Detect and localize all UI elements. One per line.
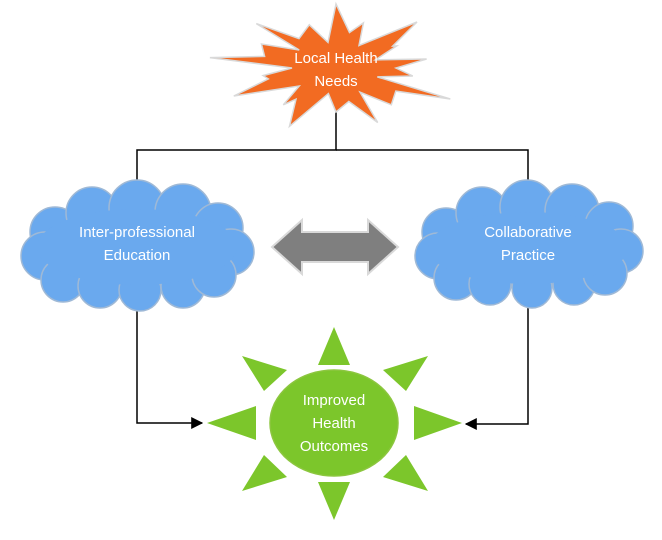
node-label-line: Local Health: [294, 50, 378, 67]
connector-cp-to-outcomes: [464, 300, 529, 430]
sun-ray-bottom: [318, 482, 350, 520]
sun-ray-bottom-right: [383, 455, 428, 491]
connector-needs-to-cp: [336, 149, 534, 199]
node-label-line: Inter-professional: [79, 224, 195, 241]
sun-ray-right: [414, 406, 462, 440]
starburst-shape: [209, 1, 451, 129]
sun-core-shape: [269, 369, 399, 477]
sun-ray-top-left: [242, 356, 287, 391]
node-label-line: Practice: [500, 247, 556, 264]
sun-ray-top-right: [383, 356, 428, 391]
node-label-line: Education: [103, 247, 171, 264]
sun-ray-top: [318, 327, 350, 365]
node-label-line: Health: [312, 414, 356, 432]
node-label-line: Outcomes: [299, 437, 369, 455]
node-improved-health-outcomes: Improved Health Outcomes: [274, 385, 394, 461]
sun-rays: [207, 327, 462, 520]
sun-ray-bottom-left: [242, 455, 287, 491]
node-label-line: Needs: [314, 73, 358, 90]
node-label-line: Improved: [302, 391, 366, 409]
node-local-health-needs: Local Health Needs: [236, 40, 436, 100]
node-inter-professional-education: Inter-professional Education: [37, 214, 237, 274]
node-label-line: Collaborative: [484, 224, 572, 241]
node-collaborative-practice: Collaborative Practice: [428, 214, 628, 274]
cloud-shape-cp: [414, 179, 644, 309]
cloud-shape-ipe: [20, 179, 255, 312]
connector-needs-to-ipe: [131, 110, 337, 202]
sun-ray-left: [207, 406, 256, 440]
connector-ipe-to-outcomes: [136, 304, 204, 429]
double-arrow-shape: [270, 217, 400, 277]
